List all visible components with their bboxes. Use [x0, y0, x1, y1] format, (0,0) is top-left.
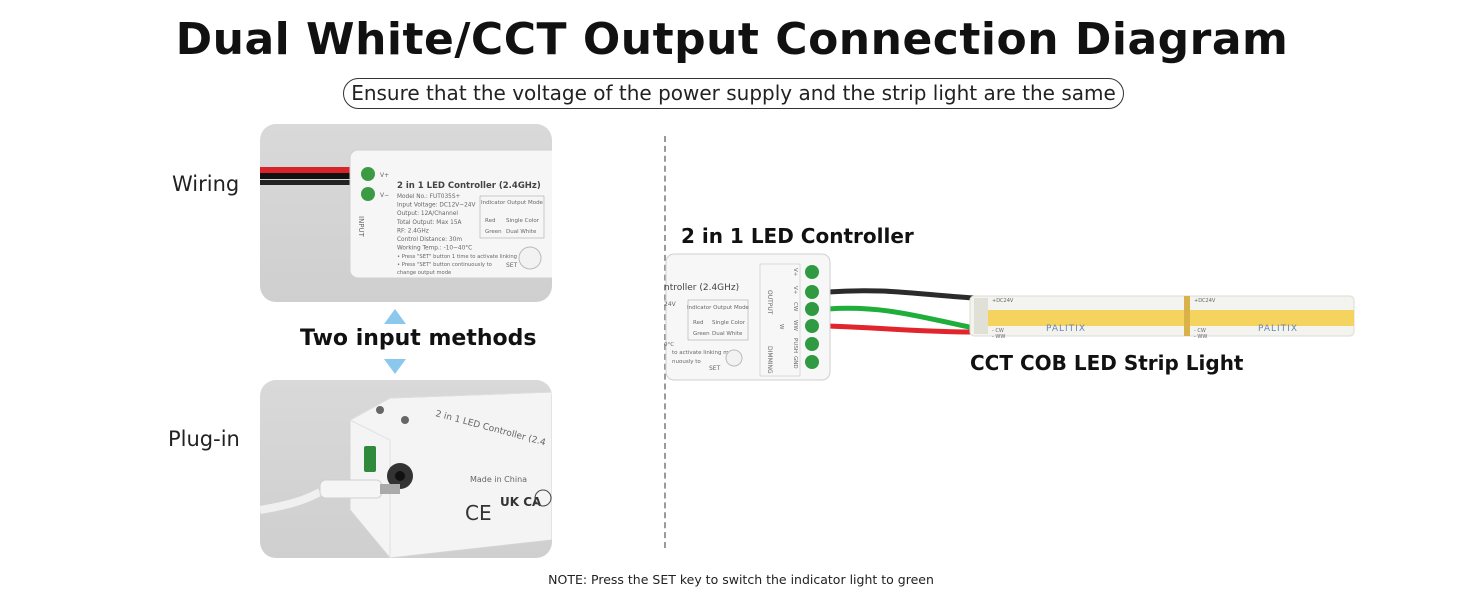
- set-label: SET: [506, 262, 518, 269]
- arrow-down-icon: [384, 359, 406, 374]
- spec-line: RF: 2.4GHz: [397, 228, 429, 234]
- ukca-mark: UK CA: [500, 495, 542, 509]
- spec-line: Working Temp.: -10~40°C: [397, 246, 472, 252]
- input-label: INPUT: [357, 216, 365, 238]
- ce-mark: CE: [465, 501, 492, 525]
- note-line: • Press "SET" button 1 time to activate …: [397, 254, 533, 260]
- right-indicator-single: Single Color: [712, 320, 746, 326]
- terminal-vminus: [361, 187, 375, 201]
- out-terminal-4: WW: [792, 320, 798, 331]
- spec-line: Model No.: FUT035S+: [397, 194, 461, 200]
- right-set-label: SET: [709, 365, 721, 372]
- pad-label-ww: - WW: [992, 334, 1005, 340]
- input-methods-label: Two input methods: [300, 326, 537, 351]
- plugin-terminal: [364, 446, 376, 472]
- spec-line: Control Distance: 30m: [397, 237, 462, 243]
- check-icon: [534, 489, 552, 507]
- terminal-label-vplus: V+: [380, 172, 389, 179]
- wiring-label: Wiring: [172, 172, 240, 196]
- spec-line: Output: 12A/Channel: [397, 211, 458, 217]
- screw-terminals: [805, 265, 819, 369]
- right-temp: 0°C: [664, 342, 674, 348]
- right-note-1: to activate linking mode: [672, 350, 739, 356]
- red-wire: [827, 323, 975, 335]
- made-in-china: Made in China: [470, 475, 527, 484]
- black-input-wire: [260, 173, 360, 179]
- pad-label-cw-2: - CW: [1194, 328, 1206, 334]
- strip-brand-2: PALITIX: [1258, 324, 1298, 334]
- dc-plug: [319, 479, 383, 499]
- pad-label-v: +DC24V: [992, 298, 1014, 304]
- voltage-warning-pill: Ensure that the voltage of the power sup…: [343, 78, 1124, 109]
- strip-heading: CCT COB LED Strip Light: [970, 351, 1244, 375]
- right-indicator-green: Green: [693, 331, 710, 337]
- indicator-dual: Dual White: [506, 229, 537, 235]
- controller-heading: 2 in 1 LED Controller: [681, 224, 914, 248]
- connection-diagram: ntroller (2.4GHz) 24V Indicator Output M…: [664, 253, 1355, 381]
- dc-plug-cable: [260, 488, 322, 514]
- page-title: Dual White/CCT Output Connection Diagram: [175, 14, 1289, 65]
- indicator-green: Green: [485, 229, 502, 235]
- plugin-photo-panel: 2 in 1 LED Controller (2.4 Made in China…: [260, 380, 552, 558]
- indicator-single: Single Color: [506, 218, 540, 224]
- strip-brand-1: PALITIX: [1046, 324, 1086, 334]
- terminal-vplus: [361, 167, 375, 181]
- spec-lines: Model No.: FUT035S+ Input Voltage: DC12V~…: [396, 194, 475, 252]
- arrow-up-icon: [384, 309, 406, 324]
- note-line: change output mode: [397, 270, 451, 276]
- right-voltage: 24V: [664, 301, 677, 308]
- right-controller-name: ntroller (2.4GHz): [664, 283, 739, 293]
- dim-terminal-2: GND: [792, 356, 798, 369]
- out-terminal-3: CW: [792, 302, 798, 312]
- out-terminal-2: V+: [792, 286, 798, 295]
- note-line: • Press "SET" button continuously to: [397, 262, 492, 268]
- right-set-button: [725, 349, 743, 367]
- dim-terminal-1: PUSH: [792, 338, 798, 353]
- green-wire: [827, 305, 975, 331]
- black-wire: [827, 288, 975, 301]
- indicator-red: Red: [485, 218, 495, 224]
- right-indicator-dual: Dual White: [712, 331, 743, 337]
- output-label: OUTPUT: [766, 290, 773, 315]
- cob-strip-emitter: [984, 310, 1354, 326]
- wiring-photo-panel: V+ V− 2 in 1 LED Controller (2.4GHz) Mod…: [260, 124, 552, 302]
- indicator-table: [479, 195, 545, 239]
- right-indicator-header: Indicator Output Mode: [687, 305, 750, 311]
- dimming-label: DIMMING: [766, 346, 773, 374]
- channel-w-1: W: [778, 324, 784, 330]
- black-input-wire-2: [260, 180, 360, 185]
- pad-label-cw: - CW: [992, 328, 1004, 334]
- pad-label-ww-2: - WW: [1194, 334, 1207, 340]
- plugin-controller-illustration: 2 in 1 LED Controller (2.4 Made in China…: [260, 391, 552, 558]
- red-input-wire: [260, 167, 360, 173]
- plugin-label: Plug-in: [168, 427, 240, 451]
- spec-line: Input Voltage: DC12V~24V: [397, 203, 475, 209]
- right-indicator-red: Red: [693, 320, 703, 326]
- spec-line: Total Output: Max 15A: [396, 220, 462, 226]
- instruction-notes: • Press "SET" button 1 time to activate …: [397, 254, 533, 276]
- pad-label-v-2: +DC24V: [1194, 298, 1216, 304]
- footer-note: NOTE: Press the SET key to switch the in…: [548, 572, 934, 587]
- indicator-header: Indicator Output Mode: [481, 200, 544, 206]
- terminal-label-vminus: V−: [380, 192, 389, 199]
- right-indicator-table: [687, 299, 749, 341]
- controller-body: [349, 149, 552, 279]
- set-button: [518, 246, 542, 270]
- wiring-controller-illustration: V+ V− 2 in 1 LED Controller (2.4GHz) Mod…: [260, 149, 552, 279]
- section-divider: [664, 136, 666, 548]
- right-note-2: nuously to: [672, 359, 701, 365]
- out-terminal-1: V+: [792, 268, 798, 277]
- controller-name: 2 in 1 LED Controller (2.4GHz): [397, 181, 541, 191]
